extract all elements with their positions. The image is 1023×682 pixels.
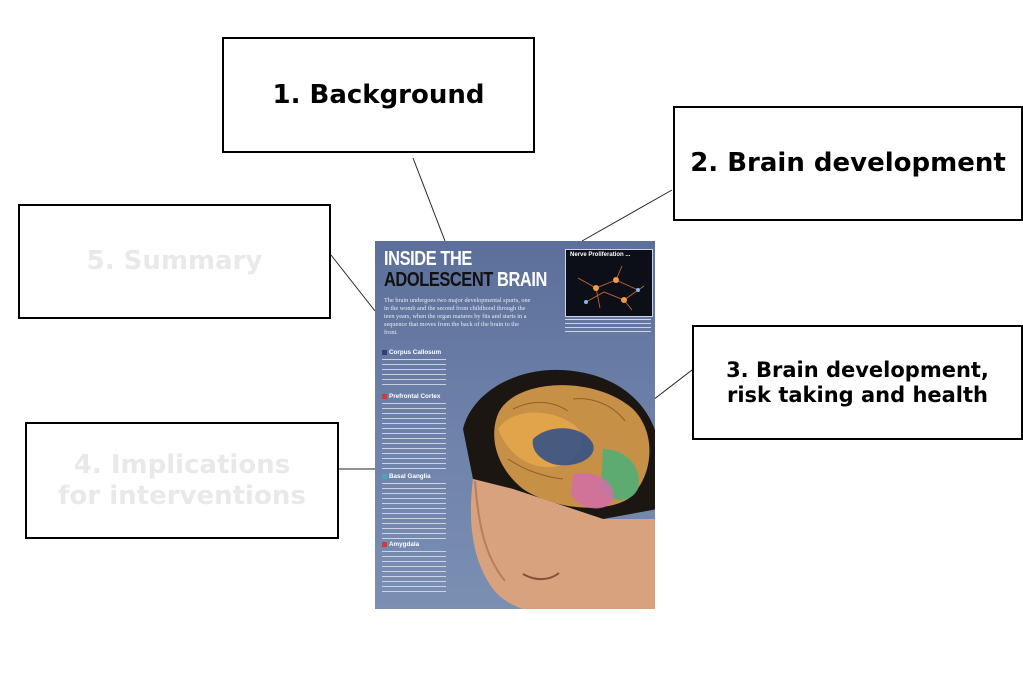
section-text-lines (382, 550, 446, 595)
inset-label: Nerve Proliferation ... (570, 252, 631, 258)
poster-title-line1: INSIDE THE (384, 248, 472, 270)
box-brain-development-label: 2. Brain development (690, 148, 1006, 179)
section-text-lines (382, 402, 446, 473)
box-interventions-line2: for interventions (58, 480, 306, 511)
nerve-proliferation-inset: Nerve Proliferation ... (565, 249, 653, 317)
section-amygdala: Amygdala (382, 541, 446, 601)
box-background[interactable]: 1. Background (222, 37, 535, 153)
connector-background (412, 157, 446, 242)
box-risk-taking-line2: risk taking and health (726, 382, 988, 407)
poster-title-light: BRAIN (497, 269, 547, 291)
section-basal-ganglia-title: Basal Ganglia (382, 473, 446, 481)
box-brain-development[interactable]: 2. Brain development (673, 106, 1023, 221)
adolescent-head-illustration (463, 369, 655, 609)
poster-title-dark: ADOLESCENT (384, 269, 493, 291)
neuron-illustration (577, 265, 645, 311)
box-risk-taking-line1: 3. Brain development, (726, 357, 989, 382)
box-risk-taking[interactable]: 3. Brain development, risk taking and he… (692, 325, 1023, 440)
connector-risk-taking (652, 369, 693, 401)
section-text-lines (382, 482, 446, 543)
section-basal-ganglia: Basal Ganglia (382, 473, 446, 543)
section-corpus-callosum-title: Corpus Callosum (382, 349, 446, 357)
magazine-page-image: INSIDE THE ADOLESCENT BRAIN The brain un… (375, 241, 655, 609)
poster-intro: The brain undergoes two major developmen… (384, 297, 531, 336)
box-summary[interactable]: 5. Summary (18, 204, 331, 319)
connector-summary (330, 254, 376, 312)
box-interventions[interactable]: 4. Implications for interventions (25, 422, 339, 539)
box-background-label: 1. Background (272, 79, 485, 110)
section-corpus-callosum: Corpus Callosum (382, 349, 446, 387)
section-prefrontal-cortex: Prefrontal Cortex (382, 393, 446, 473)
poster-title: INSIDE THE ADOLESCENT BRAIN (384, 249, 547, 291)
section-amygdala-title: Amygdala (382, 541, 446, 549)
section-text-lines (382, 358, 446, 387)
box-summary-label: 5. Summary (86, 246, 263, 277)
inset-caption (565, 319, 651, 333)
box-interventions-line1: 4. Implications (73, 449, 291, 480)
section-prefrontal-cortex-title: Prefrontal Cortex (382, 393, 446, 401)
connector-brain-development (581, 189, 673, 242)
